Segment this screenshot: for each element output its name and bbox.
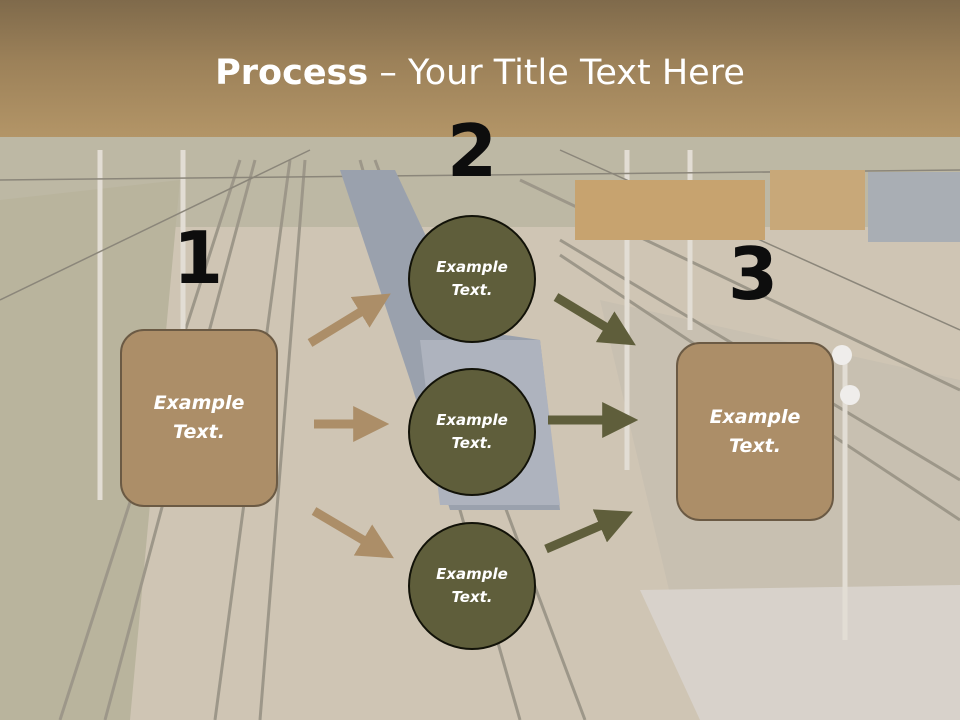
step-3-box[interactable]: Example Text. — [676, 342, 834, 521]
step-1-text: Example Text. — [153, 392, 245, 443]
arrow-item3-to-step3 — [544, 509, 633, 554]
arrow-item1-to-step3 — [553, 293, 636, 346]
slide-title[interactable]: Process – Your Title Text Here — [0, 50, 960, 96]
step-2-item-3-circle[interactable]: Example Text. — [408, 522, 536, 650]
step-2-item-2-circle[interactable]: Example Text. — [408, 368, 536, 496]
title-bold: Process — [215, 53, 369, 93]
step-number-2: 2 — [446, 109, 498, 193]
step-2-item-3-text: Example Text. — [436, 565, 508, 606]
step-2-item-1-circle[interactable]: Example Text. — [408, 215, 536, 343]
arrow-step1-to-item1 — [307, 293, 391, 347]
step-2-item-2-text: Example Text. — [436, 411, 508, 452]
step-number-3: 3 — [727, 232, 779, 316]
step-number-1: 1 — [172, 216, 224, 300]
title-rest: – Your Title Text Here — [368, 53, 745, 93]
step-3-text: Example Text. — [709, 405, 801, 457]
arrow-step1-to-item3 — [311, 507, 394, 559]
title-banner — [0, 0, 960, 137]
step-1-box[interactable]: Example Text. — [120, 329, 278, 507]
step-2-item-1-text: Example Text. — [436, 258, 508, 299]
